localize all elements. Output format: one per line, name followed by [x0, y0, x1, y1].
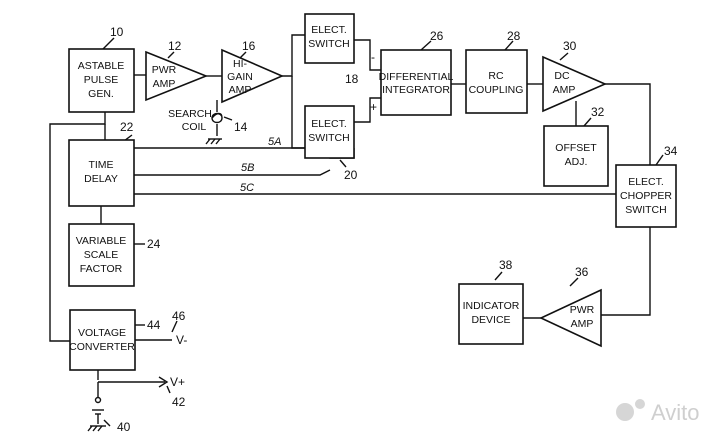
- reference-numerals: 10 12 16 14 18 20 22 24 26 28 30 32 34 3…: [110, 25, 678, 434]
- pwr-amp-2-label-2: AMP: [571, 318, 594, 330]
- time-delay: TIME DELAY: [68, 139, 135, 207]
- ref-12: 12: [168, 39, 182, 53]
- signal-labels: 5A 5B 5C V- V+: [170, 136, 281, 389]
- chopper-label-2: CHOPPER: [620, 190, 672, 202]
- elect-chopper-switch: ELECT. CHOPPER SWITCH: [615, 164, 677, 228]
- ref-30: 30: [563, 39, 577, 53]
- avito-logo-icon: [616, 403, 634, 421]
- indicator-label-2: DEVICE: [471, 314, 510, 326]
- power-amp-1: PWR AMP: [145, 50, 209, 102]
- offset-adjust: OFFSET ADJ.: [543, 125, 609, 187]
- astable-label-2: PULSE: [84, 74, 118, 86]
- switch-bottom-label-1: ELECT.: [311, 118, 347, 130]
- indicator-label-1: INDICATOR: [463, 300, 520, 312]
- ref-10: 10: [110, 25, 124, 39]
- ref-46: 46: [172, 309, 186, 323]
- signal-5c: 5C: [240, 182, 254, 194]
- plus-terminal: +: [370, 100, 377, 114]
- elect-switch-bottom: ELECT. SWITCH: [304, 105, 355, 159]
- astable-pulse-generator: ASTABLE PULSE GEN.: [68, 48, 135, 113]
- power-amp-2: PWR AMP: [539, 288, 602, 348]
- watermark-text: Avito: [651, 400, 700, 425]
- ref-16: 16: [242, 39, 256, 53]
- ref-20: 20: [344, 168, 358, 182]
- astable-label-3: GEN.: [88, 88, 114, 100]
- pwr-amp-1-label-1: PWR: [152, 64, 177, 76]
- ref-24: 24: [147, 237, 161, 251]
- differential-integrator: DIFFERENTIAL INTEGRATOR - +: [370, 49, 454, 116]
- search-coil-label-2: COIL: [182, 121, 207, 133]
- ref-34: 34: [664, 144, 678, 158]
- pwr-amp-2-label-1: PWR: [570, 304, 595, 316]
- dc-amp: DC AMP: [542, 55, 608, 113]
- switch-bottom-label-2: SWITCH: [308, 132, 349, 144]
- integrator-label-2: INTEGRATOR: [382, 84, 450, 96]
- hi-gain-label-2: GAIN: [227, 71, 253, 83]
- ref-38: 38: [499, 258, 513, 272]
- offset-label-1: OFFSET: [555, 142, 597, 154]
- ref-22: 22: [120, 120, 134, 134]
- hi-gain-label-1: HI-: [233, 58, 248, 70]
- time-delay-label-2: DELAY: [84, 173, 118, 185]
- avito-watermark: Avito: [616, 399, 700, 425]
- indicator-device: INDICATOR DEVICE: [458, 283, 524, 345]
- chopper-label-1: ELECT.: [628, 176, 664, 188]
- elect-switch-top: ELECT. SWITCH: [304, 13, 355, 64]
- converter-label-1: VOLTAGE: [78, 327, 126, 339]
- signal-5a: 5A: [268, 136, 281, 148]
- minus-terminal: -: [371, 50, 375, 64]
- ref-28: 28: [507, 29, 521, 43]
- v-minus-terminal: V-: [176, 333, 187, 347]
- ref-18: 18: [345, 72, 359, 86]
- v-plus-terminal: V+: [170, 375, 185, 389]
- offset-label-2: ADJ.: [565, 156, 588, 168]
- switch-top-label-1: ELECT.: [311, 24, 347, 36]
- search-coil-label-1: SEARCH: [168, 108, 212, 120]
- ref-36: 36: [575, 265, 589, 279]
- ref-40: 40: [117, 420, 131, 434]
- ref-26: 26: [430, 29, 444, 43]
- ref-32: 32: [591, 105, 605, 119]
- wiring: [49, 34, 664, 432]
- signal-5b: 5B: [241, 162, 254, 174]
- variable-scale-factor: VARIABLE SCALE FACTOR: [68, 223, 135, 287]
- scale-label-3: FACTOR: [80, 263, 123, 275]
- astable-label-1: ASTABLE: [78, 60, 125, 72]
- ref-42: 42: [172, 395, 186, 409]
- hi-gain-amp: HI- GAIN AMP: [221, 48, 285, 104]
- rc-label-2: COUPLING: [469, 84, 524, 96]
- pwr-amp-1-label-2: AMP: [153, 78, 176, 90]
- scale-label-1: VARIABLE: [76, 235, 127, 247]
- rc-coupling: RC COUPLING: [465, 49, 528, 114]
- voltage-converter: VOLTAGE CONVERTER: [69, 309, 136, 371]
- search-coil: SEARCH COIL: [168, 108, 212, 133]
- dc-amp-label-1: DC: [554, 70, 570, 82]
- dc-amp-label-2: AMP: [553, 84, 576, 96]
- rc-label-1: RC: [488, 70, 504, 82]
- chopper-label-3: SWITCH: [625, 204, 666, 216]
- converter-label-2: CONVERTER: [69, 341, 135, 353]
- switch-top-label-2: SWITCH: [308, 38, 349, 50]
- ref-14: 14: [234, 120, 248, 134]
- hi-gain-label-3: AMP: [229, 84, 252, 96]
- ref-44: 44: [147, 318, 161, 332]
- scale-label-2: SCALE: [84, 249, 118, 261]
- integrator-label-1: DIFFERENTIAL: [379, 71, 454, 83]
- time-delay-label-1: TIME: [88, 159, 113, 171]
